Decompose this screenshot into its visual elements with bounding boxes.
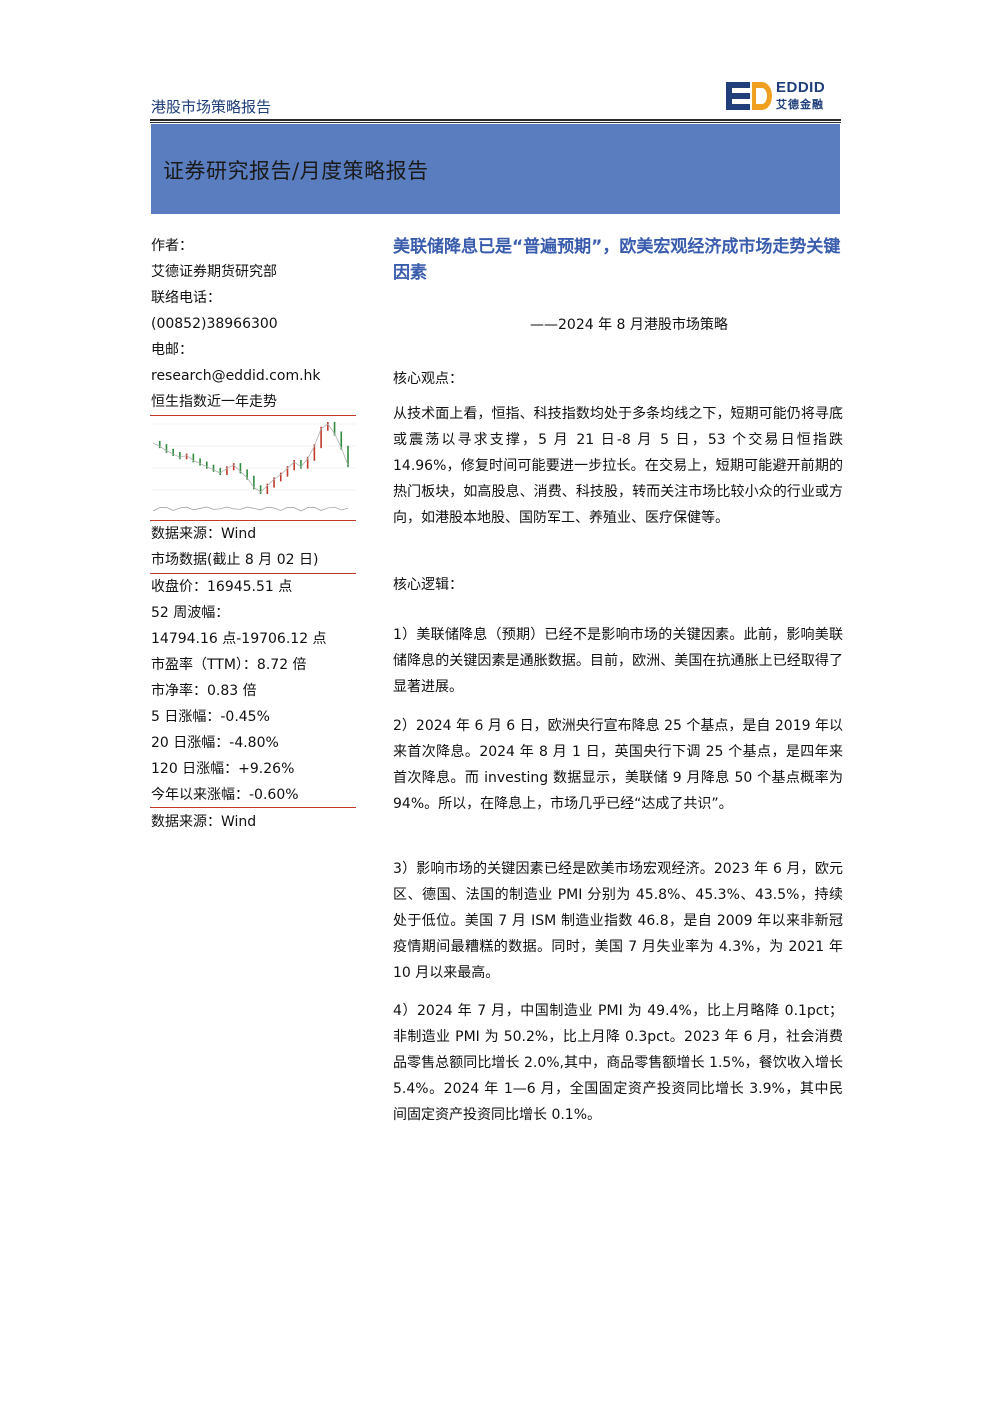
logic-point-2: 2）2024 年 6 月 6 日，欧洲央行宣布降息 25 个基点，是自 2019…: [393, 718, 843, 812]
report-type-title: 证券研究报告/月度策略报告: [163, 159, 429, 183]
logo-chinese-name: 艾德金融: [776, 98, 824, 111]
chart-bottom-rule: [150, 520, 356, 521]
core-view-label: 核心观点：: [393, 371, 463, 387]
pe-ratio: 市盈率（TTM）：8.72 倍: [151, 657, 307, 673]
logo-brand-name: EDDID: [776, 79, 826, 96]
close-price: 收盘价：16945.51 点: [151, 579, 293, 595]
chart-volume-line: [152, 506, 349, 512]
market-data-title: 市场数据(截止 8 月 02 日): [151, 552, 319, 568]
change-ytd: 今年以来涨幅：-0.60%: [151, 787, 299, 803]
header-divider-thin: [150, 122, 841, 123]
chart-title: 恒生指数近一年走势: [151, 394, 277, 410]
logic-point-1: 1）美联储降息（预期）已经不是影响市场的关键因素。此前，影响美联储降息的关键因素…: [393, 627, 843, 695]
hsi-chart-svg: [151, 422, 356, 512]
logic-point-4: 4）2024 年 7 月，中国制造业 PMI 为 49.4%，比上月略降 0.1…: [393, 1003, 843, 1123]
core-logic-label: 核心逻辑：: [393, 577, 463, 593]
report-subtitle: ——2024 年 8 月港股市场策略: [530, 317, 728, 333]
phone-label: 联络电话：: [151, 290, 221, 306]
header-divider: [150, 119, 841, 121]
author-name: 艾德证券期货研究部: [151, 264, 277, 280]
range-label: 52 周波幅：: [151, 605, 230, 621]
hsi-chart: [151, 418, 356, 518]
chart-top-rule: [150, 415, 356, 416]
market-data-bottom-rule: [150, 807, 356, 808]
email-label: 电邮：: [151, 342, 193, 358]
market-data-source: 数据来源：Wind: [151, 814, 257, 830]
eddid-logo-icon: [726, 82, 772, 110]
pb-ratio: 市净率：0.83 倍: [151, 683, 257, 699]
report-headline: 美联储降息已是“普遍预期”，欧美宏观经济成市场走势关键因素: [393, 237, 841, 283]
phone-number: (00852)38966300: [151, 316, 278, 332]
report-type-banner: [151, 124, 840, 214]
change-5d: 5 日涨幅：-0.45%: [151, 709, 270, 725]
email-address[interactable]: research@eddid.com.hk: [151, 368, 321, 384]
chart-source: 数据来源：Wind: [151, 526, 257, 542]
core-view-paragraph: 从技术面上看，恒指、科技指数均处于多条均线之下，短期可能仍将寻底或震荡以寻求支撑…: [393, 406, 843, 526]
change-120d: 120 日涨幅：+9.26%: [151, 761, 295, 777]
change-20d: 20 日涨幅：-4.80%: [151, 735, 279, 751]
eddid-logo: [724, 78, 844, 112]
chart-series-line: [152, 423, 349, 493]
report-series-title: 港股市场策略报告: [151, 98, 272, 116]
range-value: 14794.16 点-19706.12 点: [151, 631, 327, 647]
logic-point-3: 3）影响市场的关键因素已经是欧美市场宏观经济。2023 年 6 月，欧元区、德国…: [393, 861, 843, 981]
market-data-rule: [150, 573, 356, 574]
author-label: 作者：: [151, 238, 193, 254]
